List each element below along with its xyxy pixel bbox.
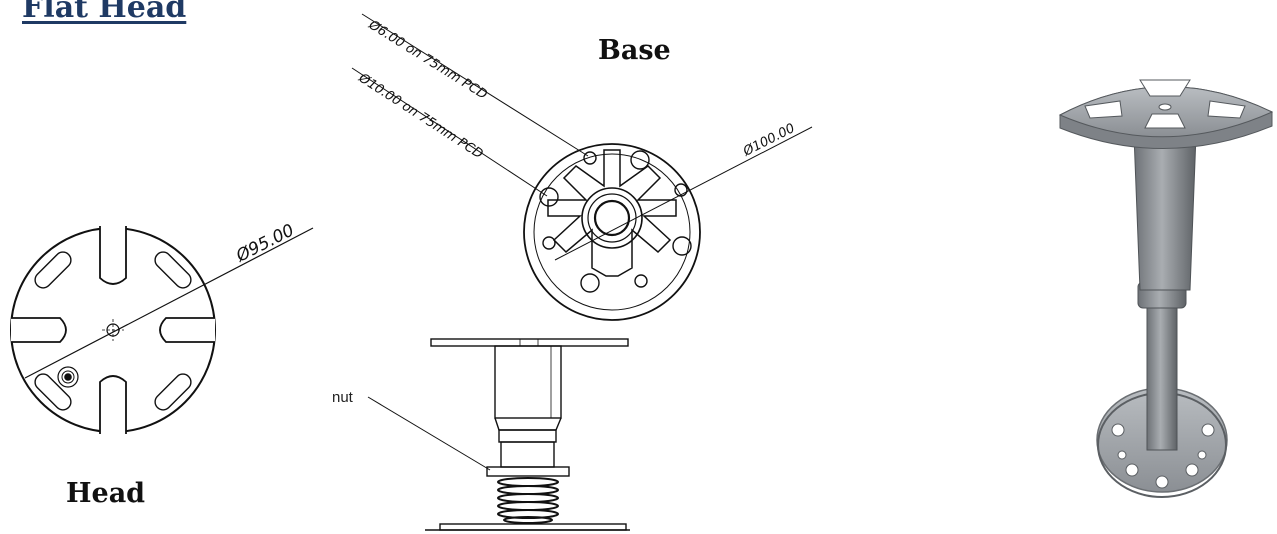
base-hole-large bbox=[672, 236, 692, 256]
base-dimension-line bbox=[554, 126, 813, 261]
head-caption: Head bbox=[66, 478, 146, 509]
head-slot-right bbox=[159, 317, 215, 343]
page-title: Flat Head bbox=[22, 0, 187, 25]
base-plan-drawing bbox=[351, 13, 813, 321]
head-slot-left bbox=[11, 317, 67, 343]
head-oval-hole bbox=[154, 373, 192, 411]
head-oval-hole bbox=[154, 251, 192, 289]
base-caption: Base bbox=[598, 35, 671, 66]
base-hole-large bbox=[630, 150, 650, 170]
base-leader-small bbox=[361, 13, 589, 157]
base-star-outline bbox=[547, 149, 677, 277]
pedestal-top-plate bbox=[1058, 86, 1274, 138]
side-nut bbox=[486, 466, 570, 477]
head-dimension-line bbox=[24, 227, 314, 379]
base-leader-large bbox=[351, 67, 548, 197]
side-view-drawing bbox=[367, 338, 630, 531]
head-plan-drawing bbox=[10, 226, 314, 434]
base-diameter-label: Ø100.00 bbox=[740, 121, 797, 160]
base-hole-small bbox=[583, 151, 597, 165]
side-top-plate bbox=[430, 338, 629, 347]
base-hole-large bbox=[580, 273, 600, 293]
head-oval-hole bbox=[34, 251, 72, 289]
head-diameter-label: Ø95.00 bbox=[232, 220, 297, 266]
base-hole-large bbox=[539, 187, 559, 207]
side-base-plate bbox=[439, 523, 627, 531]
pedestal-lower-tube bbox=[1146, 299, 1178, 451]
head-rosette bbox=[57, 366, 79, 388]
head-slot-bottom bbox=[99, 375, 127, 434]
base-hole-small bbox=[674, 183, 688, 197]
pedestal-photo bbox=[1058, 79, 1274, 498]
head-oval-hole bbox=[34, 373, 72, 411]
base-hole-small bbox=[634, 274, 648, 288]
side-upper-tube bbox=[494, 345, 562, 419]
nut-label: nut bbox=[332, 389, 354, 406]
base-hole-small bbox=[542, 236, 556, 250]
nut-leader bbox=[367, 396, 491, 471]
side-spring bbox=[497, 477, 559, 524]
head-slot-top bbox=[99, 226, 127, 285]
base-outline bbox=[523, 143, 701, 321]
pedestal-upper-tube bbox=[1133, 134, 1197, 291]
